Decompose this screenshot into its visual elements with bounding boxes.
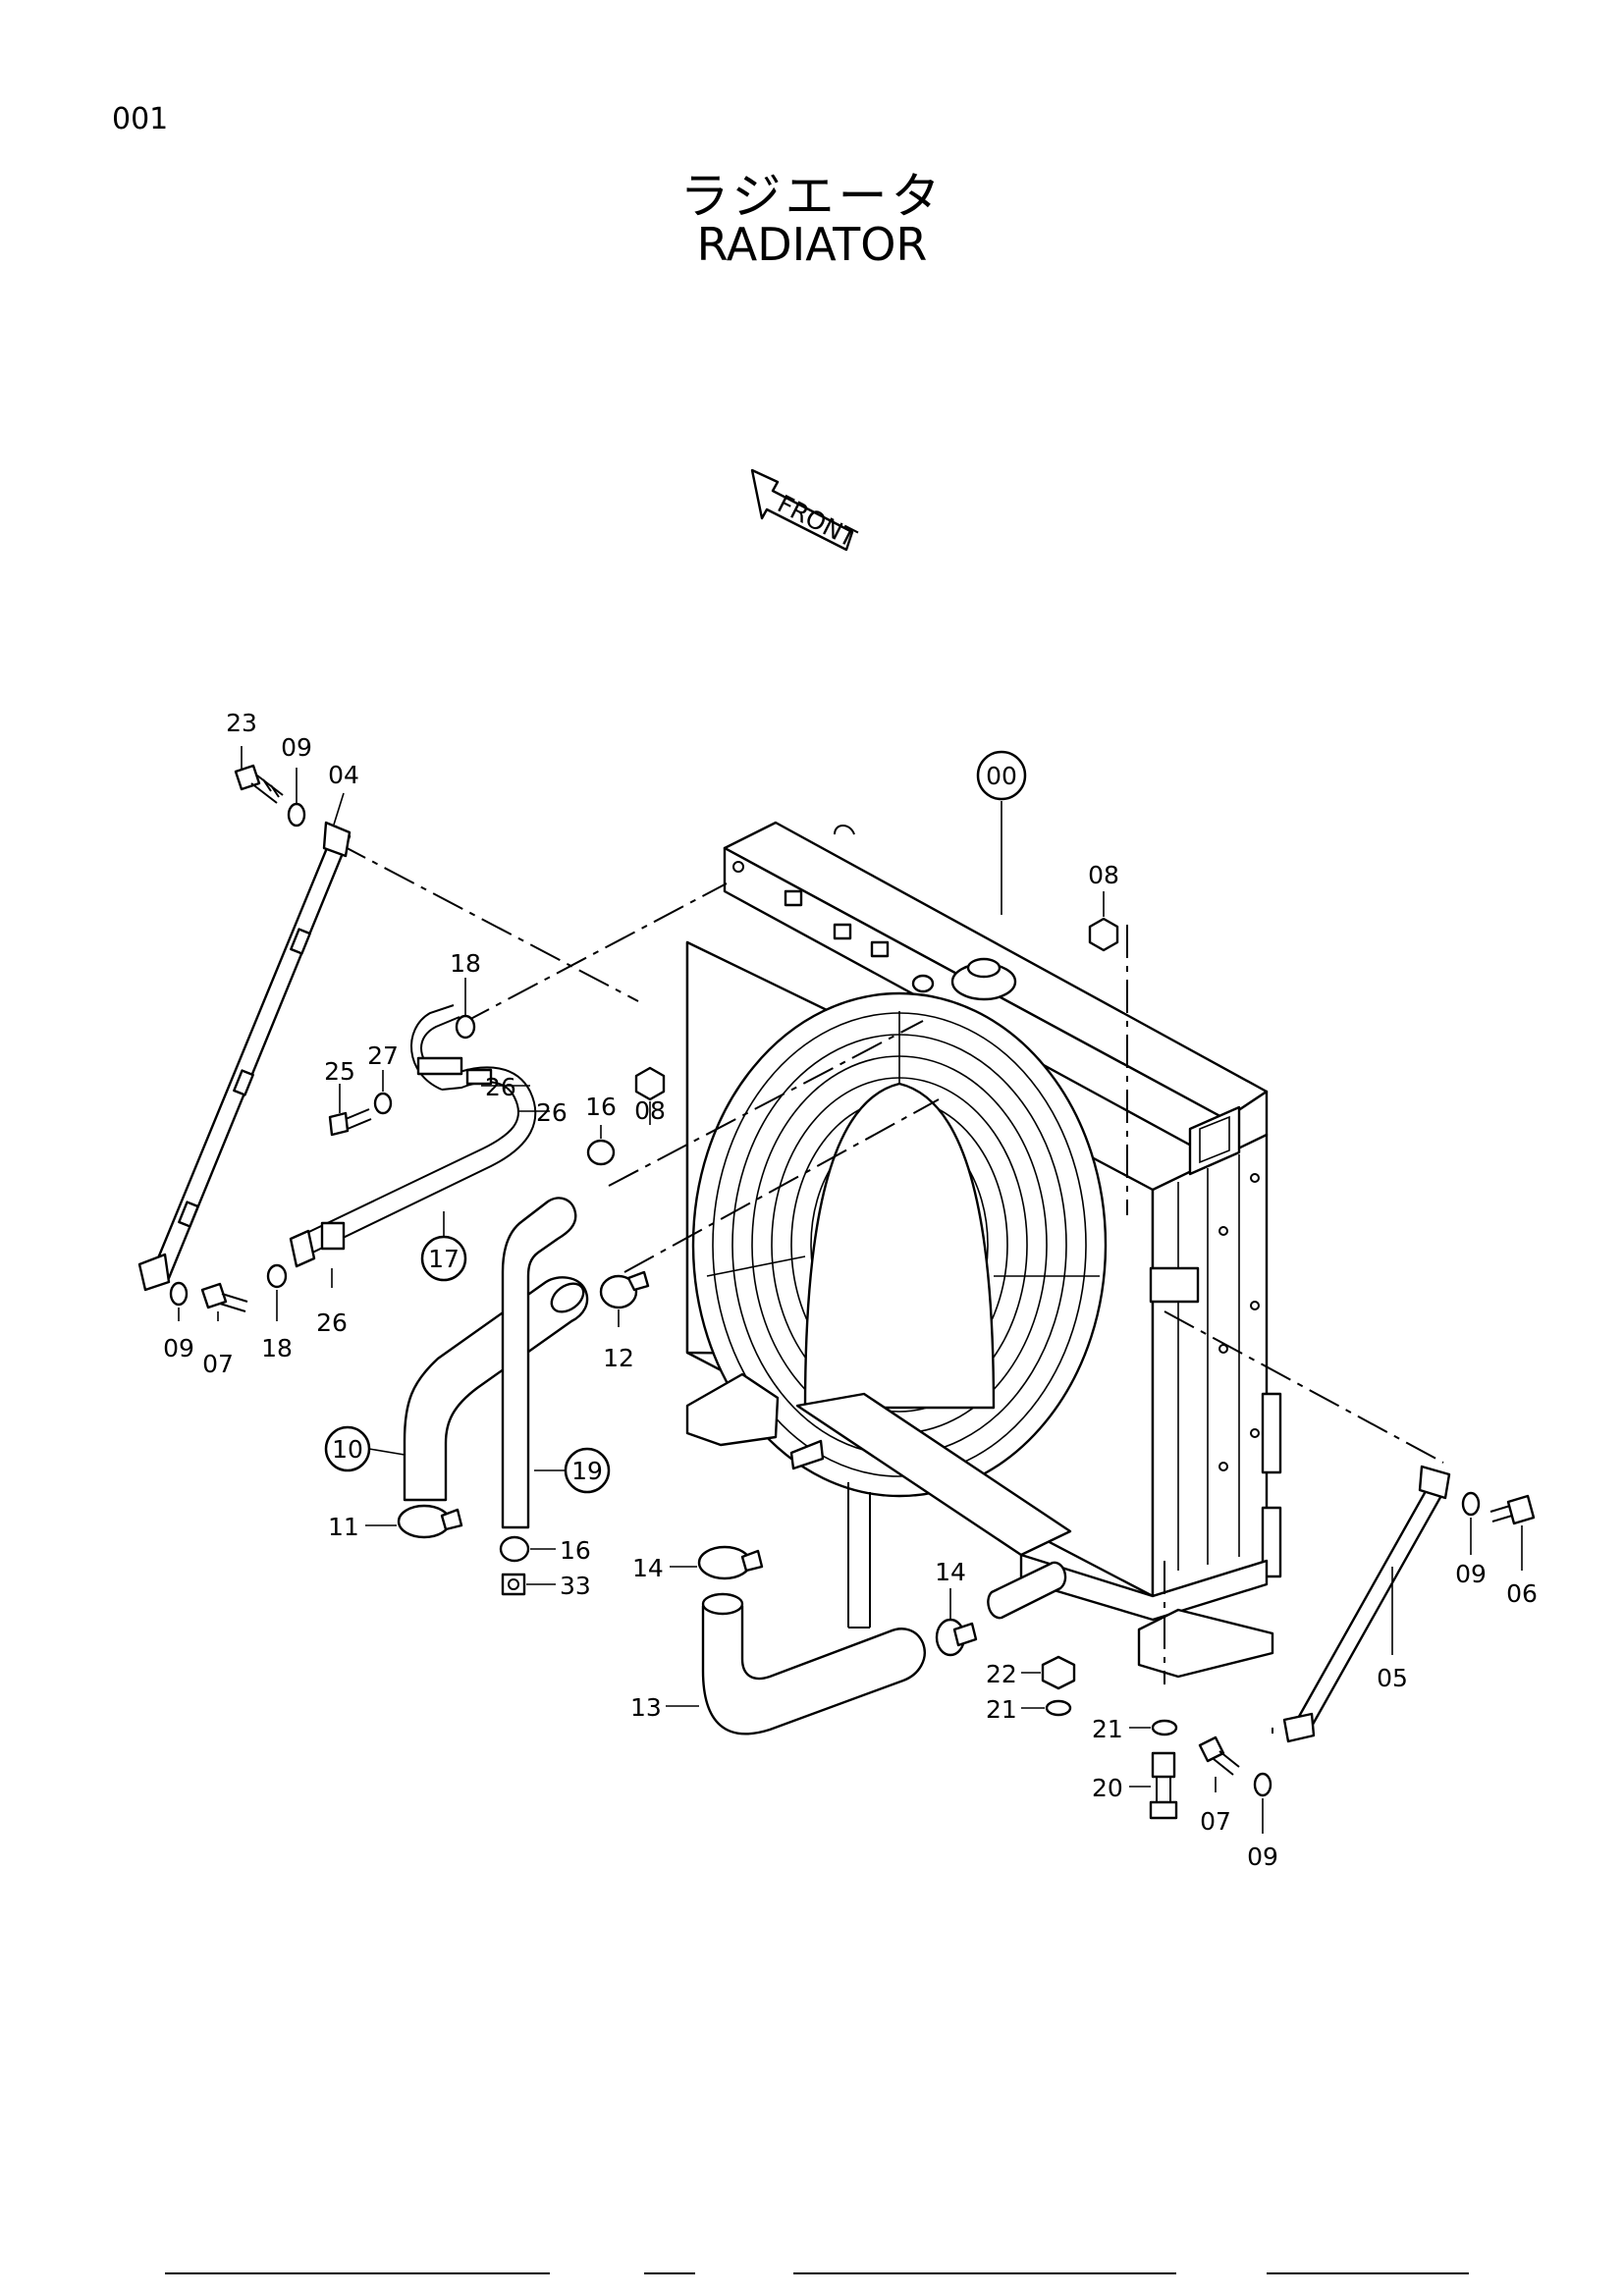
callout-19: 19	[564, 1447, 611, 1494]
callout-labels: 23 09 04 08 18 08 27 26 25 26 16 09 07 1…	[163, 709, 1538, 1871]
callout-09-left: 09	[163, 1334, 194, 1362]
callout-14-left: 14	[632, 1554, 664, 1582]
svg-text:10: 10	[332, 1435, 363, 1464]
callout-12: 12	[603, 1344, 634, 1372]
callout-27: 27	[367, 1041, 399, 1070]
svg-text:00: 00	[986, 762, 1017, 790]
callout-05: 05	[1377, 1664, 1408, 1692]
callout-04: 04	[328, 761, 359, 789]
callout-18-top: 18	[450, 949, 481, 978]
callout-09-bottom: 09	[1247, 1842, 1278, 1871]
title-japanese: ラジエータ	[679, 168, 945, 225]
callout-09-top: 09	[281, 733, 312, 762]
callout-23: 23	[226, 709, 257, 737]
stay-05	[1282, 1465, 1451, 1743]
callout-07-left: 07	[202, 1350, 234, 1378]
svg-text:17: 17	[428, 1245, 460, 1273]
front-arrow-label: FRONT	[773, 490, 861, 554]
callout-22: 22	[986, 1660, 1017, 1688]
callout-09-right: 09	[1455, 1560, 1487, 1588]
assembly-lines	[335, 841, 1444, 1734]
hose-13	[701, 1592, 926, 1735]
hose-10	[403, 1276, 589, 1502]
callout-26-lower: 26	[316, 1308, 348, 1337]
callout-21-left: 21	[986, 1695, 1017, 1724]
leader-lines	[178, 746, 1523, 1834]
callout-10: 10	[324, 1425, 371, 1472]
callout-13: 13	[630, 1693, 662, 1722]
callout-00: 00	[976, 750, 1027, 801]
hose-19	[501, 1197, 577, 1529]
front-arrow: FRONT	[750, 468, 861, 554]
callout-21-right: 21	[1092, 1715, 1123, 1743]
callout-16-top: 16	[585, 1093, 617, 1121]
callout-26-upper: 26	[485, 1073, 516, 1101]
callout-33: 33	[560, 1572, 591, 1600]
callout-17: 17	[420, 1235, 467, 1282]
callout-07-right: 07	[1200, 1807, 1231, 1836]
svg-text:19: 19	[571, 1457, 603, 1485]
hardware	[169, 764, 1536, 1820]
callout-08-left: 08	[634, 1096, 666, 1125]
callout-14-right: 14	[935, 1558, 966, 1586]
stay-04	[137, 821, 352, 1292]
title-english: RADIATOR	[696, 218, 928, 271]
page-number: 001	[112, 102, 169, 136]
callout-25: 25	[324, 1057, 355, 1086]
callout-20: 20	[1092, 1774, 1123, 1802]
callout-11: 11	[328, 1513, 359, 1541]
callout-26-middle: 26	[536, 1098, 568, 1127]
radiator-assembly	[685, 821, 1282, 1679]
callout-06: 06	[1506, 1579, 1538, 1608]
callout-16-lower: 16	[560, 1536, 591, 1565]
callout-18-lower: 18	[261, 1334, 293, 1362]
callout-08-right: 08	[1088, 861, 1119, 889]
pipe-17	[289, 1004, 537, 1268]
